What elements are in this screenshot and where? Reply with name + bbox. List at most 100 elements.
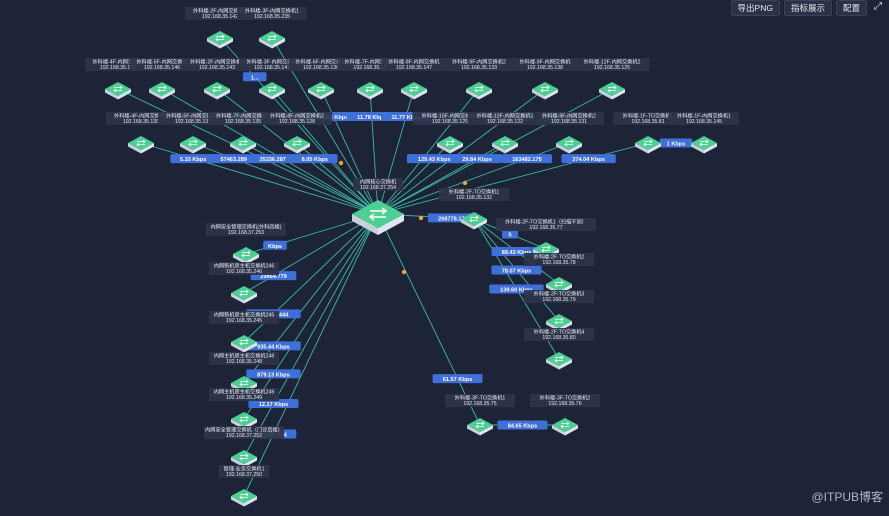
- link-line[interactable]: [271, 88, 379, 215]
- bandwidth-text: 8.05 Kbps: [302, 157, 328, 163]
- link-line[interactable]: [320, 88, 379, 215]
- node-name: 外科楼-2F-TO交换机4: [534, 328, 585, 336]
- link-bandwidth-badge[interactable]: 935.44 Kbps: [246, 341, 301, 350]
- toolbar: 导出PNG 指标展示 配置 ⤢: [727, 0, 889, 16]
- link-line[interactable]: [243, 213, 379, 420]
- node-label: 内网安全管理交换机（门诊后楼）192.168.37.252: [203, 426, 285, 439]
- config-button[interactable]: 配置: [835, 0, 867, 16]
- link-bandwidth-badge[interactable]: 78.07 Kbps: [491, 265, 542, 275]
- link-bandwidth-badge[interactable]: 1 Kbps: [659, 138, 693, 148]
- switch-icon: [643, 139, 653, 147]
- node-ip: 192.168.35.246: [226, 269, 262, 275]
- switch-icon: [267, 85, 277, 93]
- bandwidth-text: 35336.287: [259, 157, 285, 163]
- link-bandwidth-badge[interactable]: 61.57 Kbps: [432, 374, 483, 383]
- switch-icon: [469, 215, 479, 223]
- switch-node[interactable]: 内网安全管理交换机（门诊后楼）192.168.37.252: [203, 426, 285, 468]
- link-bandwidth-badge[interactable]: 29.84 Kbps: [452, 154, 503, 163]
- node-name: 外科楼-2F-内网交换机1: [193, 7, 247, 15]
- node-ip: 192.168.35.78: [542, 260, 575, 266]
- link-bandwidth-badge[interactable]: 1...: [242, 72, 267, 81]
- link-bandwidth-badge[interactable]: 35336.287: [249, 154, 296, 163]
- bandwidth-text: 57463.289: [220, 157, 246, 163]
- link-bandwidth-badge[interactable]: 129.43 Kbps: [406, 154, 462, 163]
- metrics-display-button[interactable]: 指标展示: [783, 0, 832, 16]
- export-png-button[interactable]: 导出PNG: [730, 0, 780, 16]
- link-bandwidth-badge[interactable]: 84.65 Kbps: [497, 420, 548, 430]
- link-bandwidth-badge[interactable]: 879.13 Kbps: [246, 369, 301, 379]
- link-line[interactable]: [161, 88, 379, 215]
- link-line[interactable]: [377, 142, 649, 215]
- link-line[interactable]: [377, 213, 481, 426]
- nodes-layer: 外科楼-2F-内网交换机1192.168.35.142外科楼-3F-内网交换机1…: [85, 7, 740, 507]
- node-name: 管理-业务交换机1: [224, 465, 265, 473]
- link-bandwidth-badge[interactable]: 57463.289: [210, 154, 257, 163]
- switch-icon: [267, 34, 277, 42]
- switch-icon: [239, 289, 249, 297]
- expand-icon[interactable]: ⤢: [874, 1, 882, 12]
- link-line[interactable]: [377, 88, 415, 215]
- link-line[interactable]: [369, 88, 379, 215]
- link-line[interactable]: [140, 142, 379, 215]
- link-line[interactable]: [243, 213, 379, 497]
- link-bandwidth-badge[interactable]: 5.33 Kbps: [170, 154, 216, 163]
- link-bandwidth-badge[interactable]: 8.05 Kbps: [292, 154, 338, 163]
- node-label: 外科楼-2F-TO交换机1（扫描不到）192.168.35.77: [496, 218, 596, 231]
- switch-icon: [474, 85, 484, 93]
- switch-icon: [541, 245, 551, 253]
- link-line[interactable]: [117, 88, 379, 215]
- node-ip: 192.168.35.81: [631, 119, 664, 125]
- bandwidth-text: 78.07 Kbps: [502, 269, 532, 275]
- link-bandwidth-badge[interactable]: 5: [502, 229, 518, 239]
- node-name: 外科楼-9F-内网交换机2: [452, 58, 506, 66]
- bandwidth-text: 5: [508, 233, 511, 239]
- link-line[interactable]: [377, 88, 480, 215]
- link-line[interactable]: [243, 213, 379, 458]
- link-bandwidth-badge[interactable]: 163482.175: [501, 154, 552, 163]
- link-line[interactable]: [377, 88, 613, 215]
- link-bandwidth-badge[interactable]: Kbps: [263, 240, 287, 250]
- link-line[interactable]: [377, 88, 546, 215]
- bandwidth-text: 29864.779: [260, 274, 286, 280]
- node-name: 内网主机房主机交换机249: [214, 388, 275, 396]
- link-bandwidth-badge[interactable]: 374.04 Kbps: [561, 154, 616, 163]
- link-bandwidth-badge[interactable]: 12.17 Kbps: [248, 399, 299, 408]
- switch-icon: [316, 85, 326, 93]
- node-ip: 192.168.35.235: [254, 14, 290, 20]
- node-ip: 192.168.35.75: [463, 401, 496, 407]
- switch-node[interactable]: 内网安全管理交换机(外科四楼)192.168.37.253: [205, 223, 287, 265]
